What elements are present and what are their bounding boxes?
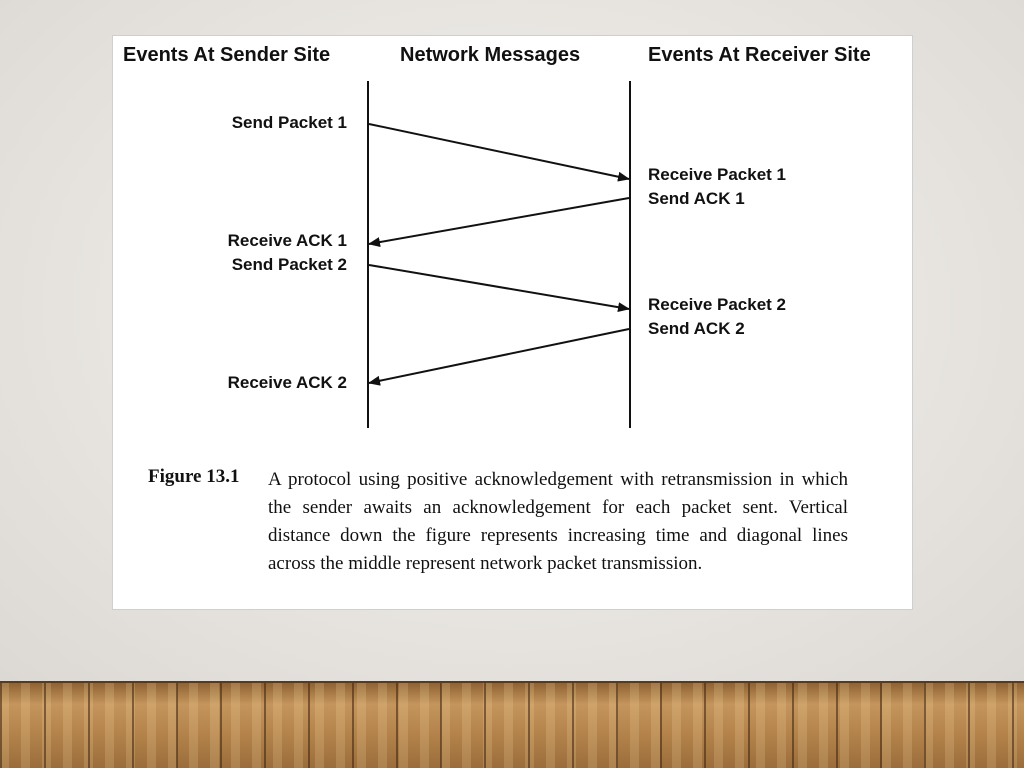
wood-floor: [0, 683, 1024, 768]
packet-1-arrow: [368, 123, 630, 182]
figure-caption: A protocol using positive acknowledgemen…: [268, 469, 848, 574]
sender-event-send-packet-1: Send Packet 1: [231, 113, 347, 132]
receiver-event-send-ack-2: Send ACK 2: [648, 319, 745, 338]
floor-edge: [0, 681, 1024, 684]
ack-1-arrow: [368, 197, 630, 248]
header-sender: Events At Sender Site: [123, 44, 331, 66]
sequence-diagram: [367, 81, 631, 428]
header-receiver: Events At Receiver Site: [648, 44, 871, 66]
packet-2-arrow: [368, 264, 630, 313]
receiver-event-send-ack-1: Send ACK 1: [648, 189, 745, 208]
sender-event-send-packet-2: Send Packet 2: [231, 255, 347, 274]
sender-event-receive-ack-2: Receive ACK 2: [227, 373, 347, 392]
receiver-event-receive-packet-1: Receive Packet 1: [648, 165, 786, 184]
ack-2-arrow: [368, 328, 630, 386]
receiver-event-receive-packet-2: Receive Packet 2: [648, 295, 786, 314]
sender-event-receive-ack-1: Receive ACK 1: [227, 231, 347, 250]
figure-card: Events At Sender Site Network Messages E…: [112, 35, 913, 610]
header-network: Network Messages: [400, 44, 581, 66]
figure-label: Figure 13.1: [148, 466, 240, 487]
